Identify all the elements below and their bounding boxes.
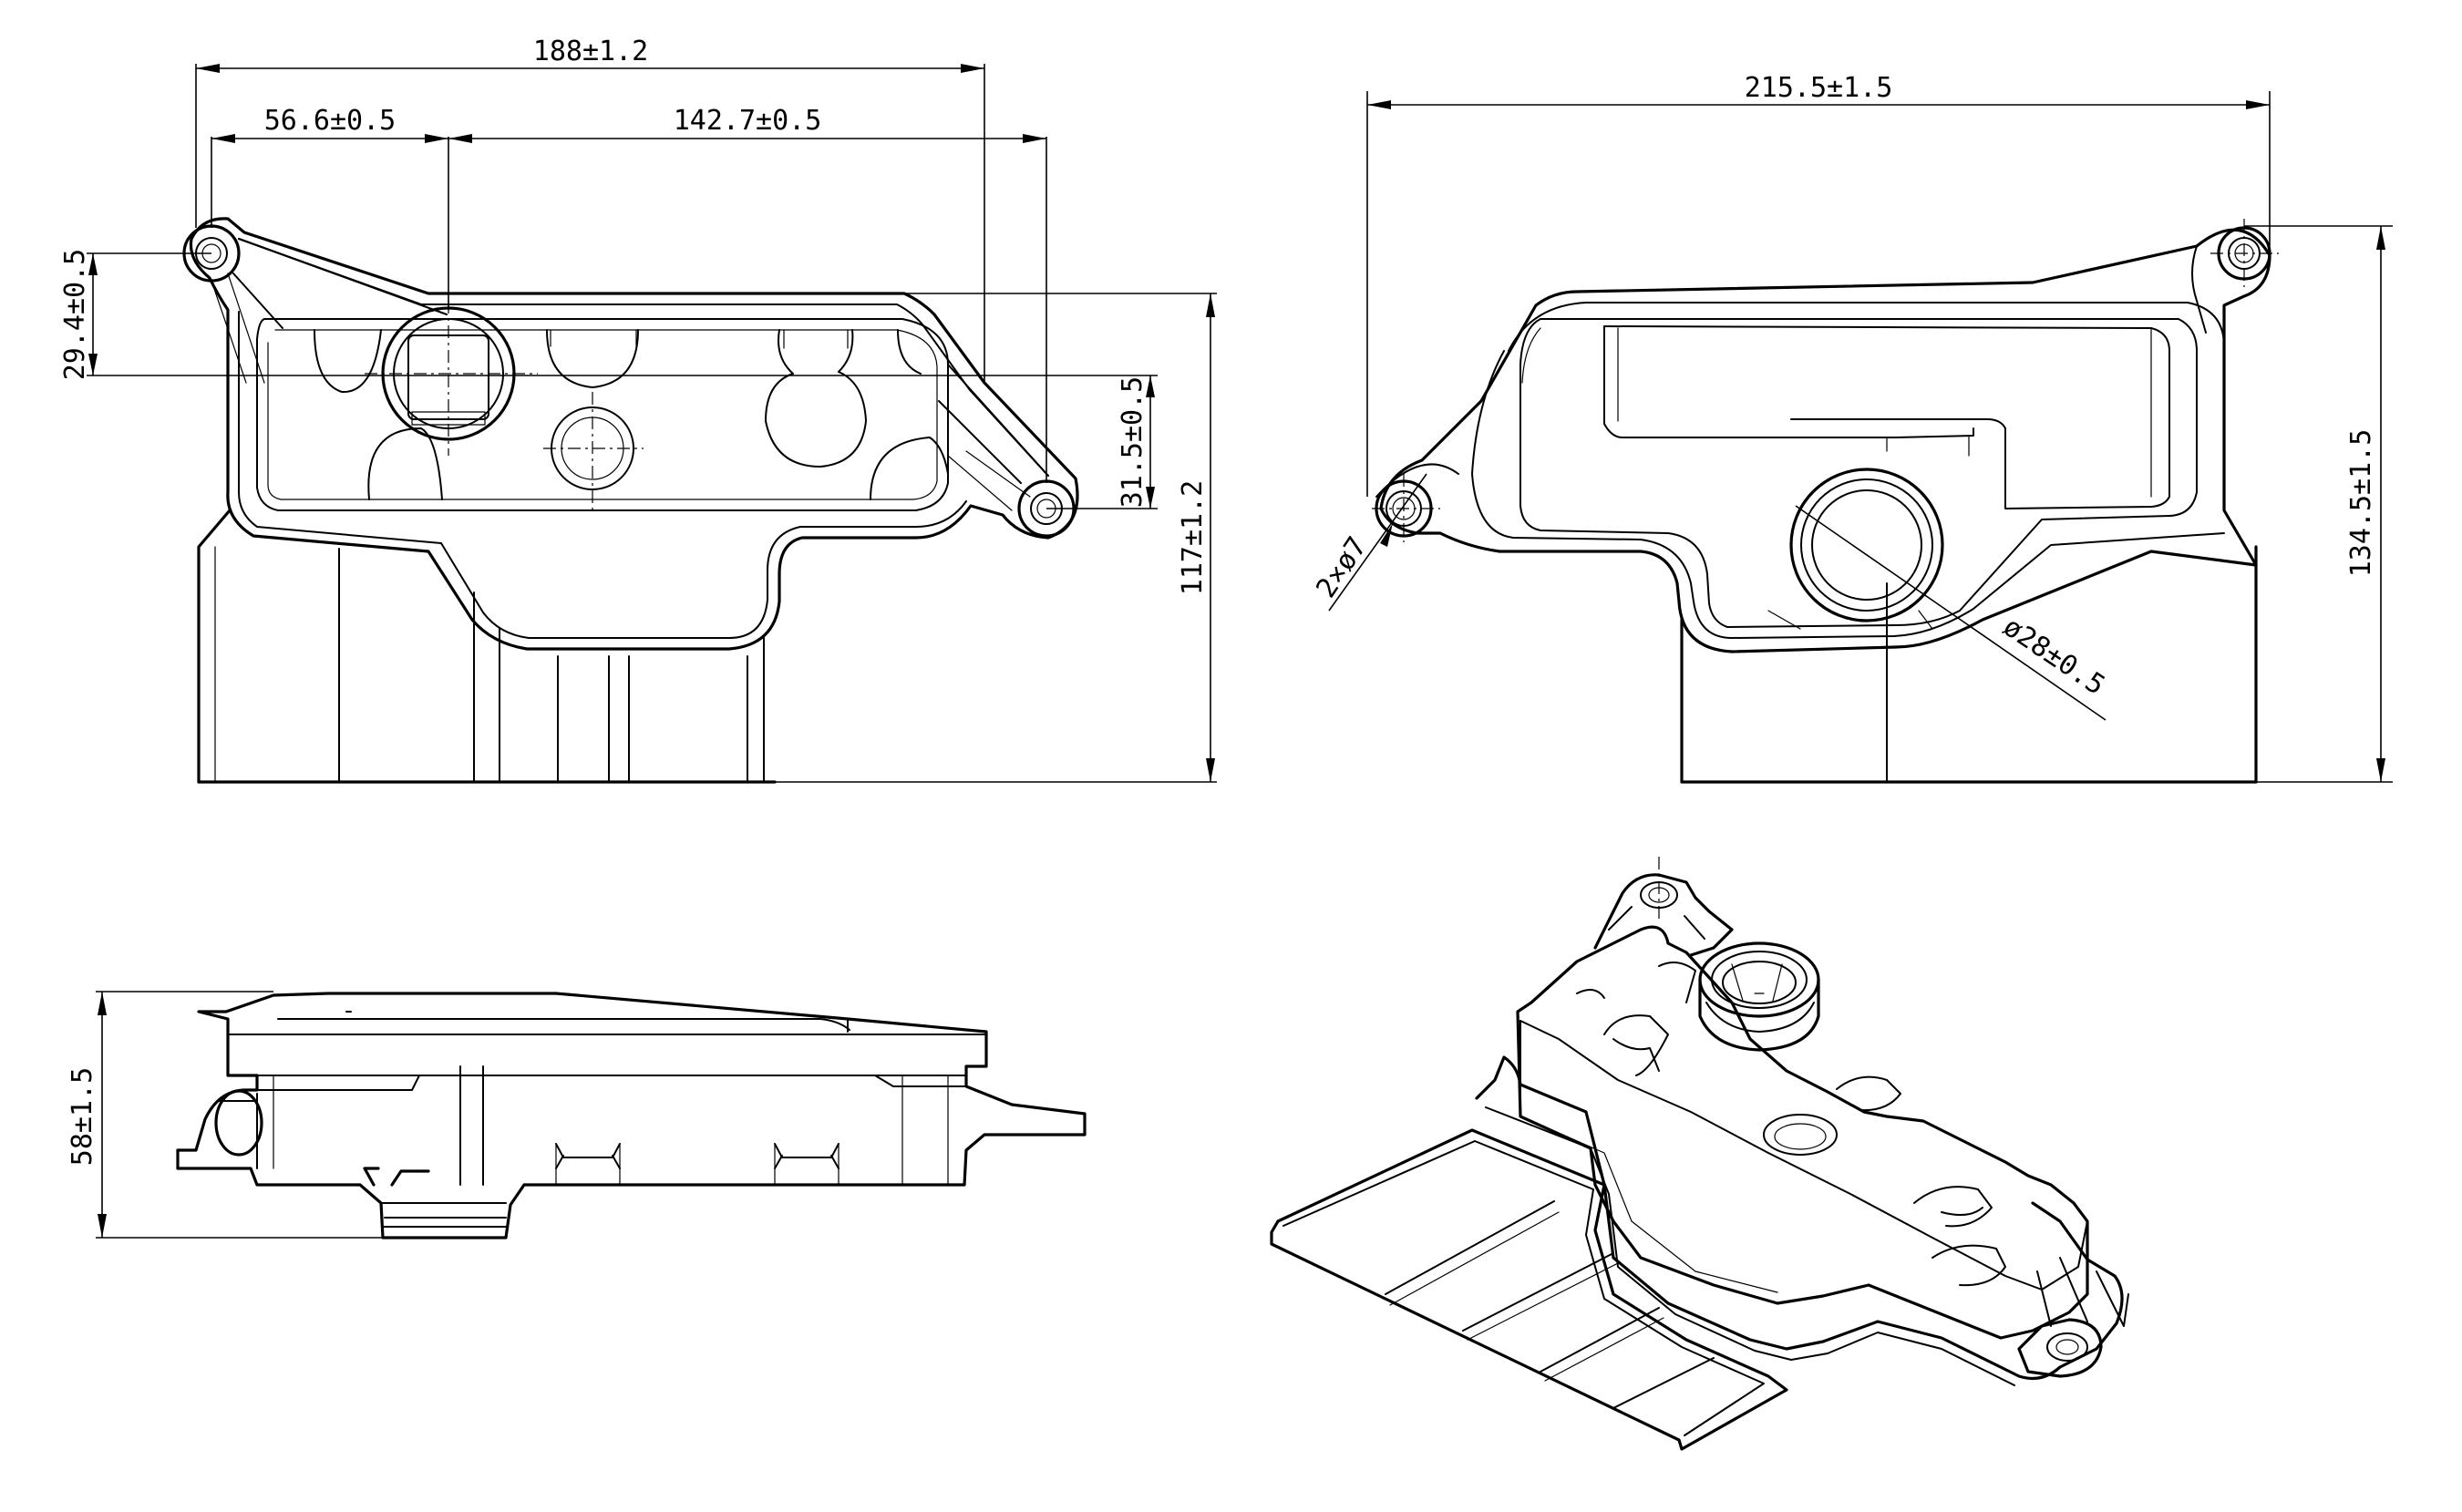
top-view-lower-body [197, 509, 777, 784]
side-view: 58±1.5 [67, 991, 1087, 1239]
iso-housing [1516, 925, 2089, 1340]
isometric-view [1270, 857, 2129, 1451]
top-view: 188±1.2 56.6±0.5 142.7±0.5 29.4±0.5 31.5… [59, 36, 1217, 784]
bottom-view-dimensions [1328, 91, 2393, 783]
bottom-view-inlet [1789, 468, 1944, 622]
dim-overall-length-215-5: 215.5±1.5 [1745, 72, 1893, 104]
side-view-dimensions [96, 991, 383, 1239]
top-view-flange [189, 217, 1079, 651]
side-view-cylinder [214, 1089, 263, 1157]
iso-rear-ear [1593, 873, 1734, 957]
iso-inlet [1698, 941, 1820, 1052]
top-view-cavities [314, 329, 949, 500]
dim-hole-diameter-2x7: 2×ø7 [1310, 531, 1373, 603]
dim-overall-height-58: 58±1.5 [67, 1067, 98, 1166]
dim-hole-spacing-142-7: 142.7±0.5 [674, 105, 822, 137]
iso-cavities [1576, 962, 2006, 1287]
iso-front-ear [2017, 1318, 2103, 1378]
dim-overall-width-117: 117±1.2 [1177, 480, 1209, 595]
iso-flange [1475, 1055, 2124, 1380]
dim-overall-length-188: 188±1.2 [533, 36, 648, 67]
bottom-view-flange [1379, 228, 2271, 653]
side-view-outline [176, 992, 1087, 1239]
bottom-view-pocket [1519, 318, 2198, 628]
top-view-dimensions [87, 64, 1217, 783]
dim-right-hole-offset-31-5: 31.5±0.5 [1117, 376, 1149, 509]
top-view-pocket [256, 318, 949, 511]
side-view-inlet-seal [382, 1202, 507, 1228]
dim-hole-to-inlet-29-4: 29.4±0.5 [59, 249, 91, 381]
bottom-view: 215.5±1.5 134.5±1.5 2×ø7 ø28±0.5 [1310, 72, 2393, 784]
dim-inlet-offset-56-6: 56.6±0.5 [264, 105, 397, 137]
iso-filter-screen [1270, 1128, 1788, 1451]
dim-overall-width-134-5: 134.5±1.5 [2345, 429, 2377, 578]
